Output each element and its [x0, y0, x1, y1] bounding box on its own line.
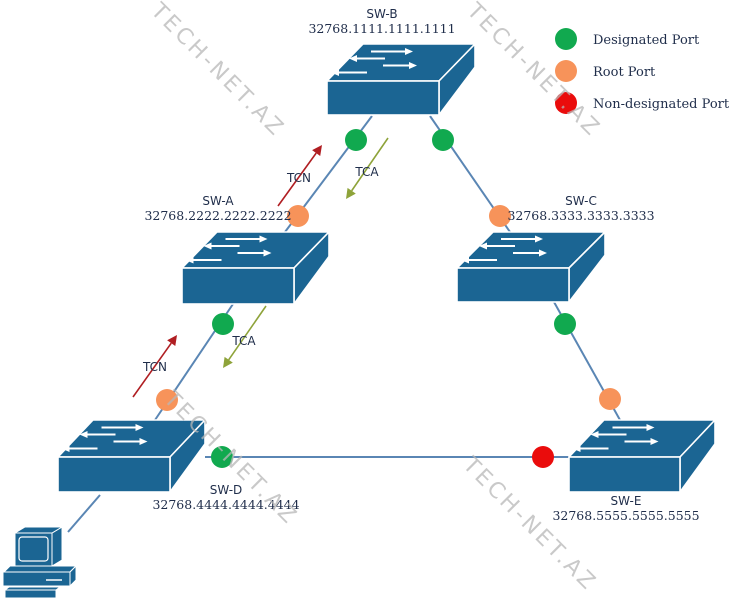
- tcn-message: TCN: [132, 335, 177, 398]
- switch-arrows-icon: [331, 48, 417, 76]
- switch-e[interactable]: [568, 419, 716, 493]
- legend-swatch-icon: [555, 92, 577, 114]
- port-designated-b-a: [345, 129, 367, 151]
- tca-arrow-head-icon: [346, 187, 356, 199]
- switch-front-face: [57, 456, 171, 493]
- switch-name-label: SW-D: [210, 483, 243, 497]
- tca-arrow-line: [351, 137, 389, 192]
- legend-label: Root Port: [593, 65, 656, 80]
- labels-layer: SW-B32768.1111.1111.1111SW-A32768.2222.2…: [144, 7, 699, 523]
- tca-label: TCA: [231, 334, 256, 348]
- tca-arrow-line: [228, 305, 267, 361]
- switch-d[interactable]: [57, 419, 206, 493]
- switch-arrows-icon: [185, 235, 272, 264]
- switch-name-label: SW-B: [366, 7, 397, 21]
- switch-front-face: [568, 456, 681, 493]
- switch-c[interactable]: [456, 231, 606, 303]
- watermark-text: TECH-NET.AZ: [145, 0, 290, 142]
- switch-front-face: [181, 267, 295, 305]
- tcn-arrow-head-icon: [312, 145, 322, 157]
- legend-item-non-designated: Non-designated Port: [555, 92, 730, 114]
- tca-arrow-head-icon: [223, 356, 233, 368]
- switch-arrows-icon: [461, 235, 547, 264]
- tcn-arrow-line: [277, 152, 317, 207]
- ports-layer: [156, 129, 621, 468]
- switch-b[interactable]: [326, 43, 476, 116]
- legend-label: Non-designated Port: [593, 97, 730, 112]
- tca-message: TCA: [223, 305, 267, 368]
- switch-front-face: [456, 267, 570, 303]
- switches-layer: [57, 43, 716, 493]
- bridge-id-label: 32768.2222.2222.2222: [144, 208, 291, 223]
- legend-item-root: Root Port: [555, 60, 656, 82]
- port-root-e-c: [599, 388, 621, 410]
- port-non-designated-e-d: [532, 446, 554, 468]
- tcn-label: TCN: [286, 171, 311, 185]
- link-d-pc: [67, 494, 101, 533]
- pc-screen: [18, 536, 49, 562]
- legend-item-designated: Designated Port: [555, 28, 700, 50]
- messages-layer: TCN TCA TCN TCA: [132, 137, 389, 398]
- switch-name-label: SW-E: [611, 494, 642, 508]
- port-designated-d-e: [211, 446, 233, 468]
- tcn-message: TCN: [277, 145, 322, 207]
- switch-arrows-icon: [572, 424, 659, 452]
- port-root-a-b: [287, 205, 309, 227]
- tca-message: TCA: [346, 137, 389, 199]
- switch-name-label: SW-C: [565, 194, 597, 208]
- port-designated-b-c: [432, 129, 454, 151]
- port-designated-c-e: [554, 313, 576, 335]
- watermark-text: TECH-NET.AZ: [461, 0, 606, 142]
- tcn-label: TCN: [142, 360, 167, 374]
- switch-a[interactable]: [181, 231, 330, 305]
- bridge-id-label: 32768.3333.3333.3333: [507, 208, 654, 223]
- legend-swatch-icon: [555, 60, 577, 82]
- port-root-d-a: [156, 389, 178, 411]
- tcn-arrow-line: [132, 342, 172, 398]
- bridge-id-label: 32768.1111.1111.1111: [308, 21, 455, 36]
- switch-arrows-icon: [61, 424, 148, 452]
- port-designated-a-d: [212, 313, 234, 335]
- tca-label: TCA: [354, 165, 379, 179]
- legend-swatch-icon: [555, 28, 577, 50]
- bridge-id-label: 32768.5555.5555.5555: [552, 508, 699, 523]
- pc-icon[interactable]: [2, 526, 78, 599]
- legend-label: Designated Port: [593, 33, 700, 48]
- pc-layer: [2, 526, 78, 599]
- bridge-id-label: 32768.4444.4444.4444: [152, 497, 299, 512]
- port-root-c-b: [489, 205, 511, 227]
- tcn-arrow-head-icon: [167, 335, 177, 347]
- switch-name-label: SW-A: [202, 194, 234, 208]
- switch-front-face: [326, 80, 440, 116]
